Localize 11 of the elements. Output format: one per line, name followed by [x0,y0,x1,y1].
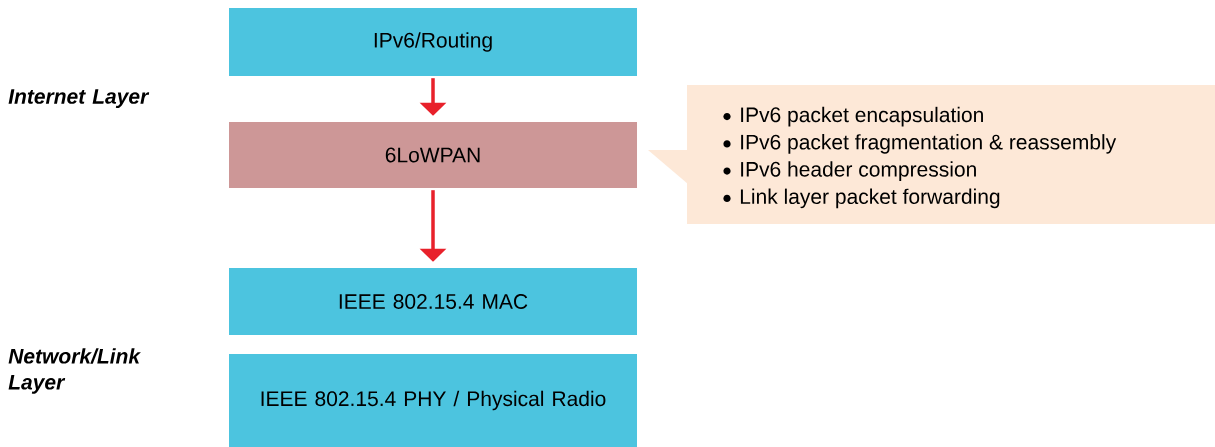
list-item: IPv6 packet encapsulation [723,106,983,127]
list-item: Link layer packet forwarding [723,188,1000,209]
list-item: IPv6 packet fragmentation & reassembly [723,134,1117,154]
layer-box: IEEE 802.15.4 PHY / Physical Radio [229,354,637,447]
layer-label: Internet Layer [8,89,150,108]
layer-label: Network/Link Layer [8,348,141,394]
layer-box: IPv6/Routing [229,8,637,76]
layer-box: IEEE 802.15.4 MAC [229,268,637,335]
list-item: IPv6 header compression [723,161,976,181]
layer-box: 6LoWPAN [229,122,637,188]
callout-box [648,85,1215,224]
